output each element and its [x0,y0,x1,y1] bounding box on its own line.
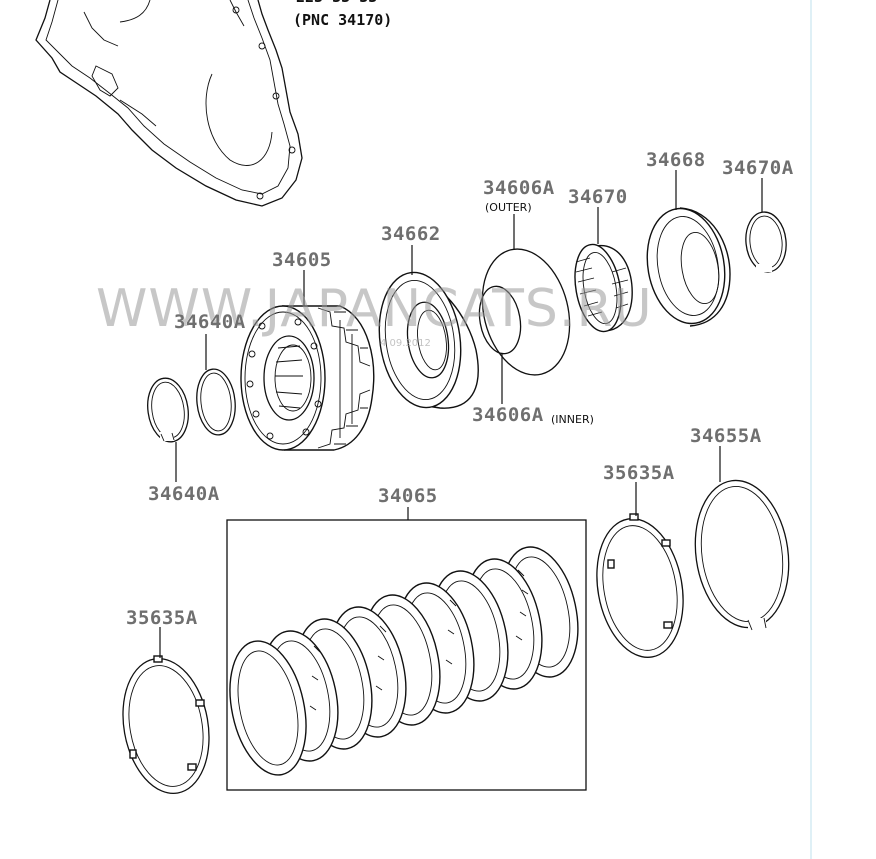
pnc-reference: (PNC 34170) [293,11,392,29]
label-34605: 34605 [272,249,332,271]
snap-ring-34670a [745,211,787,273]
snap-ring-34655a [694,479,790,632]
label-34670: 34670 [568,186,628,208]
label-34640a-top: 34640A [174,311,246,333]
piston-34662 [378,271,479,409]
transmission-case [35,0,303,207]
clutch-disc [229,640,307,776]
snap-ring-34640a-outer [147,377,189,443]
label-34655a: 34655A [690,425,762,447]
snap-ring-34640a-inner [196,368,236,436]
label-34606a-outer: 34606A [483,177,555,199]
leader-lines [159,170,763,658]
clutch-disc-pack-34065 [229,546,579,776]
label-34606a-inner: 34606A [472,404,544,426]
cylinder-34668 [646,207,731,327]
oring-34606a-outer [481,248,571,376]
header-partial-text: 223-33-33 [296,0,377,6]
spring-retainer-34670 [574,243,633,333]
label-35635a-left: 35635A [126,607,198,629]
label-35635a-right: 35635A [603,462,675,484]
label-34640a-bottom: 34640A [148,483,220,505]
oring-34606a-inner [478,285,522,355]
watermark-text: WWW.JAPANCATS.RU [96,279,653,339]
flange-35635a-left [122,655,210,795]
clutch-pack-group-box [226,519,587,791]
clutch-drum-34605 [240,305,375,451]
flange-35635a-right [596,513,684,658]
label-inner-note: (INNER) [551,413,594,426]
watermark-date: 4 09.2012 [380,338,431,349]
label-34668: 34668 [646,149,706,171]
label-34662: 34662 [381,223,441,245]
label-34065: 34065 [378,485,438,507]
label-outer-note: (OUTER) [485,201,532,214]
label-34670a: 34670A [722,157,794,179]
